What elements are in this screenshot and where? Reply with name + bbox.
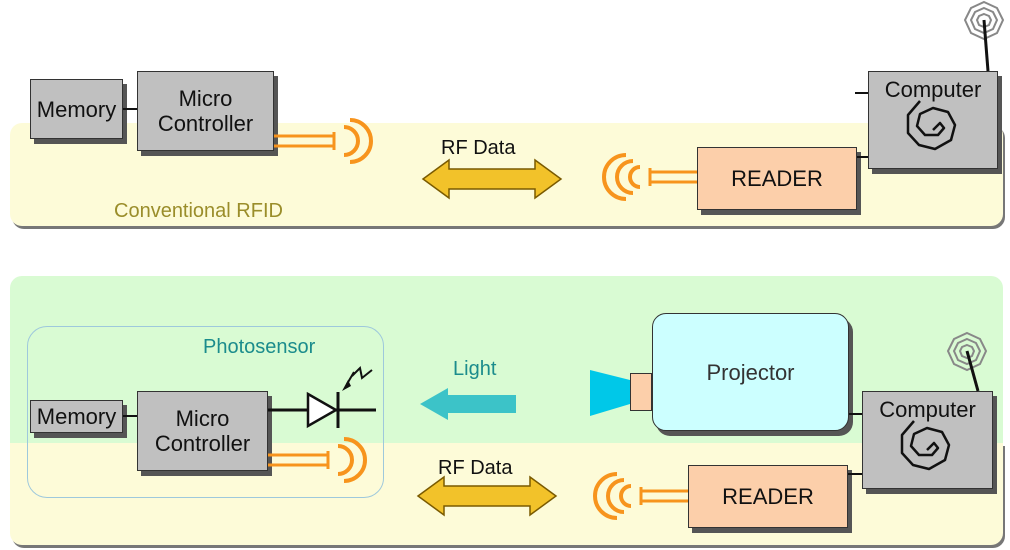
top-panel-caption: Conventional RFID xyxy=(114,200,283,222)
projector-label: Projector xyxy=(706,359,795,385)
bottom-micro-label: Micro xyxy=(175,406,230,431)
bottom-rf-double-arrow xyxy=(416,475,558,517)
bottom-reader-label: READER xyxy=(722,484,814,509)
bottom-reader-antenna-icon xyxy=(593,472,688,520)
bottom-micro-controller-block: Micro Controller xyxy=(137,391,268,471)
bottom-reader-block: READER xyxy=(688,465,848,528)
bottom-memory-block: Memory xyxy=(30,400,123,433)
top-wireless-antenna-icon xyxy=(963,0,1005,72)
bottom-memory-label: Memory xyxy=(36,404,117,429)
top-memory-block: Memory xyxy=(30,79,123,139)
top-reader-label: READER xyxy=(731,166,823,191)
photosensor-tag-outline xyxy=(27,326,384,498)
top-computer-label: Computer xyxy=(884,77,982,102)
bottom-computer-label: Computer xyxy=(879,397,976,422)
projector-lens-icon xyxy=(590,370,630,416)
bottom-computer-spiral-icon xyxy=(900,420,951,471)
bottom-wireless-antenna-icon xyxy=(946,331,988,392)
top-reader-antenna-icon xyxy=(602,153,697,201)
top-controller-label: Controller xyxy=(157,111,254,136)
top-computer-spiral-icon xyxy=(906,100,957,151)
top-tag-antenna-icon xyxy=(274,118,373,164)
photosensor-label: Photosensor xyxy=(203,336,316,358)
bottom-computer-block: Computer xyxy=(862,391,993,489)
light-arrow xyxy=(420,388,516,420)
bottom-rf-data-label: RF Data xyxy=(438,457,513,479)
projector-body-stub xyxy=(630,373,652,411)
top-reader-block: READER xyxy=(697,147,857,210)
bottom-tag-antenna-icon xyxy=(268,437,367,483)
light-label: Light xyxy=(453,358,497,380)
photodiode-icon xyxy=(268,365,376,429)
top-rf-data-label: RF Data xyxy=(441,137,516,159)
top-micro-controller-block: Micro Controller xyxy=(137,71,274,151)
projector-block: Projector xyxy=(652,313,849,431)
top-computer-block: Computer xyxy=(868,71,998,169)
top-micro-label: Micro xyxy=(178,86,233,111)
top-memory-label: Memory xyxy=(36,96,117,122)
top-rf-double-arrow xyxy=(421,158,563,200)
bottom-controller-label: Controller xyxy=(154,431,251,456)
